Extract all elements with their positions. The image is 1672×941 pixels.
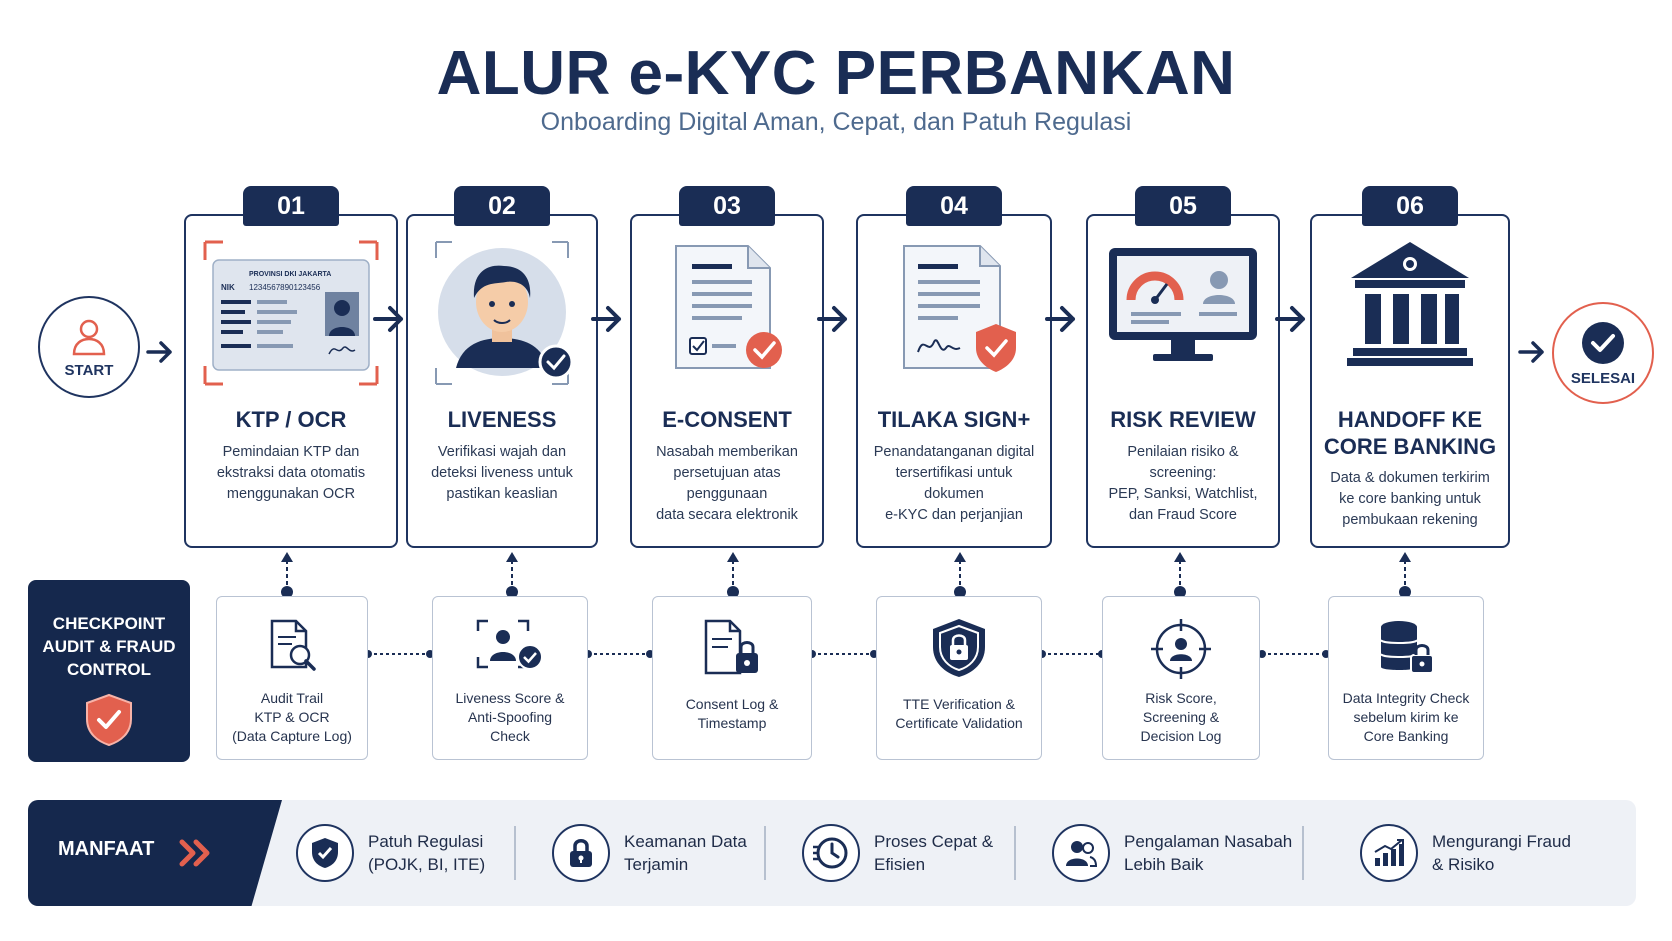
end-node: SELESAI [1552,302,1654,404]
benefit-3-text: Proses Cepat &Efisien [874,832,994,874]
user-icon [72,319,106,355]
monitor-dashboard-icon [1109,248,1257,361]
step-5-card: 05 RISK REVIEW Penilaian risiko & screen… [1086,186,1280,548]
shield-check-icon [86,693,132,747]
benefits-bar: MANFAAT Patuh Regulasi(POJK, BI, ITE) Ke… [28,800,1636,906]
consent-document-icon [675,245,782,369]
start-label: START [64,361,114,379]
benefit-item-3: Proses Cepat &Efisien [802,822,993,884]
users-icon [1066,841,1098,867]
step-5-number: 05 [1135,186,1231,226]
signed-document-icon [903,245,1016,372]
shield-lock-icon [933,619,985,677]
step-3-title: E-CONSENT [662,407,792,432]
step-4-title: TILAKA SIGN+ [877,407,1031,432]
double-chevron-right-icon [179,839,210,867]
lock-icon [570,839,592,867]
benefit-divider [1302,826,1304,880]
benefit-1-text: Patuh Regulasi(POJK, BI, ITE) [368,832,486,874]
step-6-number: 06 [1362,186,1458,226]
step-2-title: LIVENESS [447,407,557,432]
audit-4-text: TTE Verification &Certificate Validation [895,696,1023,731]
id-card-icon: PROVINSI DKI JAKARTA NIK 123456789012345… [203,240,379,386]
audit-box-5: Risk Score,Screening &Decision Log [1102,596,1260,760]
benefit-item-1: Patuh Regulasi(POJK, BI, ITE) [296,822,485,884]
id-card-province: PROVINSI DKI JAKARTA [249,271,331,278]
audit-box-3: Consent Log &Timestamp [652,596,812,760]
benefit-divider [764,826,766,880]
benefit-divider [514,826,516,880]
id-card-nik-label: NIK [221,283,235,292]
arrow-step3-to-step4 [817,306,847,332]
benefits-label: MANFAAT [58,838,155,860]
target-user-icon [1151,619,1211,679]
step-5-title: RISK REVIEW [1110,407,1256,432]
step-2-number: 02 [454,186,550,226]
face-scan-icon [435,241,572,385]
document-lock-icon [704,619,758,675]
step-3-number: 03 [679,186,775,226]
audit-connectors [281,552,1411,598]
step-1-number: 01 [243,186,339,226]
start-node: START [38,296,140,398]
page-title: ALUR e-KYC PERBANKAN [436,39,1236,108]
chart-growth-icon [1374,839,1404,866]
arrow-step5-to-step6 [1275,306,1305,332]
end-label: SELESAI [1570,369,1636,387]
benefit-5-text: Mengurangi Fraud& Risiko [1432,832,1571,874]
arrow-step1-to-step2 [373,306,403,332]
shield-check-icon [312,838,338,868]
arrow-step4-to-step5 [1045,306,1075,332]
benefit-item-5: Mengurangi Fraud& Risiko [1360,822,1571,884]
step-1-card: 01 PROVINSI DKI JAKARTA NIK 123456789012… [184,186,398,548]
step-5-desc: Penilaian risiko & screening:PEP, Sanksi… [1108,444,1258,523]
arrow-step6-to-end [1518,341,1544,363]
audit-5-text: Risk Score,Screening &Decision Log [1140,690,1222,744]
face-scan-check-icon [476,619,543,670]
page-subtitle: Onboarding Digital Aman, Cepat, dan Patu… [540,108,1132,136]
database-lock-icon [1380,621,1434,674]
check-circle-icon [1582,321,1624,364]
benefit-divider [1014,826,1016,880]
document-search-icon [270,619,316,671]
clock-icon [813,837,848,869]
arrow-step2-to-step3 [591,306,621,332]
step-4-number: 04 [906,186,1002,226]
audit-box-4: TTE Verification &Certificate Validation [876,596,1042,760]
arrow-start-to-step1 [146,341,172,363]
benefits-header [28,800,282,906]
bank-icon [1347,242,1473,366]
audit-3-text: Consent Log &Timestamp [685,696,779,731]
step-1-title: KTP / OCR [235,407,347,432]
id-card-nik-value: 1234567890123456 [249,283,321,292]
